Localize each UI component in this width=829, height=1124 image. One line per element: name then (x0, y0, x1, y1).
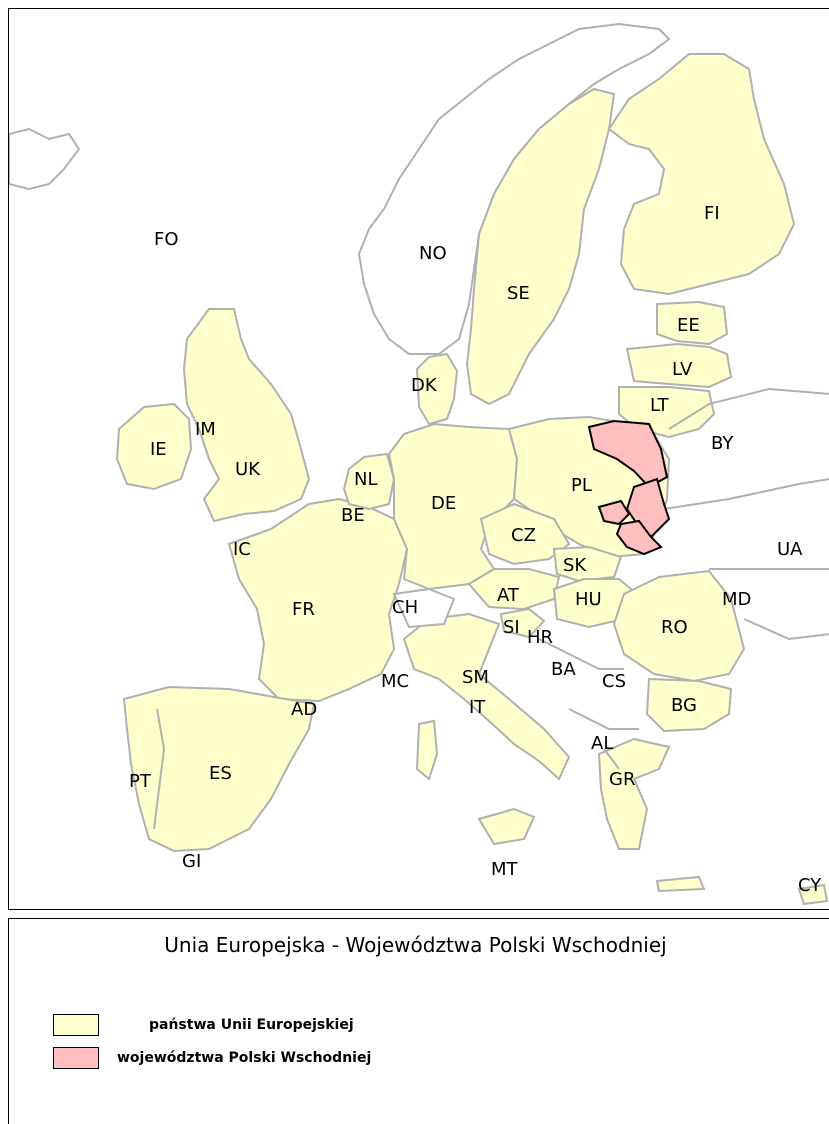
bulgaria-land (645, 677, 733, 733)
legend-title: Unia Europejska - Województwa Polski Wsc… (164, 933, 667, 957)
country-label-no: NO (419, 243, 447, 264)
legend-panel: Unia Europejska - Województwa Polski Wsc… (8, 918, 829, 1124)
country-label-md: MD (722, 589, 751, 610)
country-label-de: DE (431, 493, 456, 514)
romania-land (612, 569, 746, 683)
country-label-ro: RO (661, 617, 688, 638)
country-label-fr: FR (292, 599, 315, 620)
finland-land (607, 53, 796, 296)
country-label-lv: LV (672, 359, 693, 380)
latvia-land (625, 342, 733, 389)
sicily-land (477, 807, 536, 846)
country-label-gi: GI (182, 851, 201, 872)
country-label-cy: CY (798, 875, 822, 896)
country-label-si: SI (503, 617, 520, 638)
country-label-ee: EE (677, 315, 700, 336)
germany-land (387, 422, 519, 591)
italy-land (402, 612, 571, 781)
slovakia-land (552, 545, 623, 583)
country-label-ad: AD (291, 699, 317, 720)
country-label-sm: SM (462, 667, 489, 688)
cyprus-land (797, 883, 829, 906)
country-label-hu: HU (575, 589, 602, 610)
denmark-land (415, 352, 459, 426)
estonia-land (656, 300, 729, 346)
ireland-land (115, 402, 193, 491)
country-label-uk: UK (235, 459, 261, 480)
voivodeship-podkarpackie (615, 519, 663, 556)
country-label-by: BY (711, 433, 734, 454)
country-label-at: AT (497, 585, 520, 606)
balkans-outline (538, 638, 639, 770)
country-label-mt: MT (491, 859, 519, 880)
country-label-es: ES (209, 763, 232, 784)
country-label-al: AL (591, 733, 613, 754)
country-label-cz: CZ (511, 525, 536, 546)
country-label-be: BE (341, 505, 365, 526)
crete-land (655, 875, 706, 893)
voivodeship-swietokrzyskie (597, 499, 631, 526)
country-label-cs: CS (602, 671, 626, 692)
legend-label-voivodeships: województwa Polski Wschodniej (117, 1050, 372, 1066)
country-label-sk: SK (563, 555, 587, 576)
country-label-ie: IE (150, 439, 167, 460)
country-label-ba: BA (551, 659, 576, 680)
portugal-border (153, 708, 166, 830)
sweden-land (465, 87, 616, 406)
country-label-pl: PL (571, 475, 592, 496)
country-label-pt: PT (129, 771, 152, 792)
legend-label-eu: państwa Unii Europejskiej (149, 1017, 354, 1033)
switzerland-outline (392, 587, 456, 629)
country-label-bg: BG (671, 695, 697, 716)
country-label-dk: DK (411, 375, 438, 396)
country-label-fi: FI (704, 203, 720, 224)
norway-land (357, 22, 671, 355)
country-label-it: IT (469, 697, 486, 718)
sardinia-land (415, 719, 439, 781)
uk-land (182, 308, 311, 523)
country-label-nl: NL (354, 469, 378, 490)
france-land (227, 497, 409, 703)
country-label-gr: GR (609, 769, 635, 790)
iberia-land (122, 685, 316, 853)
east-europe-outline (663, 387, 829, 641)
country-label-ua: UA (777, 539, 803, 560)
country-label-ic: IC (233, 539, 251, 560)
legend-swatch-voivodeships (53, 1047, 99, 1069)
legend-swatch-eu (53, 1014, 99, 1036)
country-label-se: SE (507, 283, 530, 304)
country-label-hr: HR (527, 627, 553, 648)
country-label-ch: CH (392, 597, 418, 618)
slovenia-land (499, 607, 546, 639)
country-label-im: IM (195, 419, 216, 440)
country-label-lt: LT (650, 395, 670, 416)
country-label-mc: MC (381, 671, 409, 692)
iceland-coast (9, 127, 81, 191)
country-label-fo: FO (154, 229, 179, 250)
